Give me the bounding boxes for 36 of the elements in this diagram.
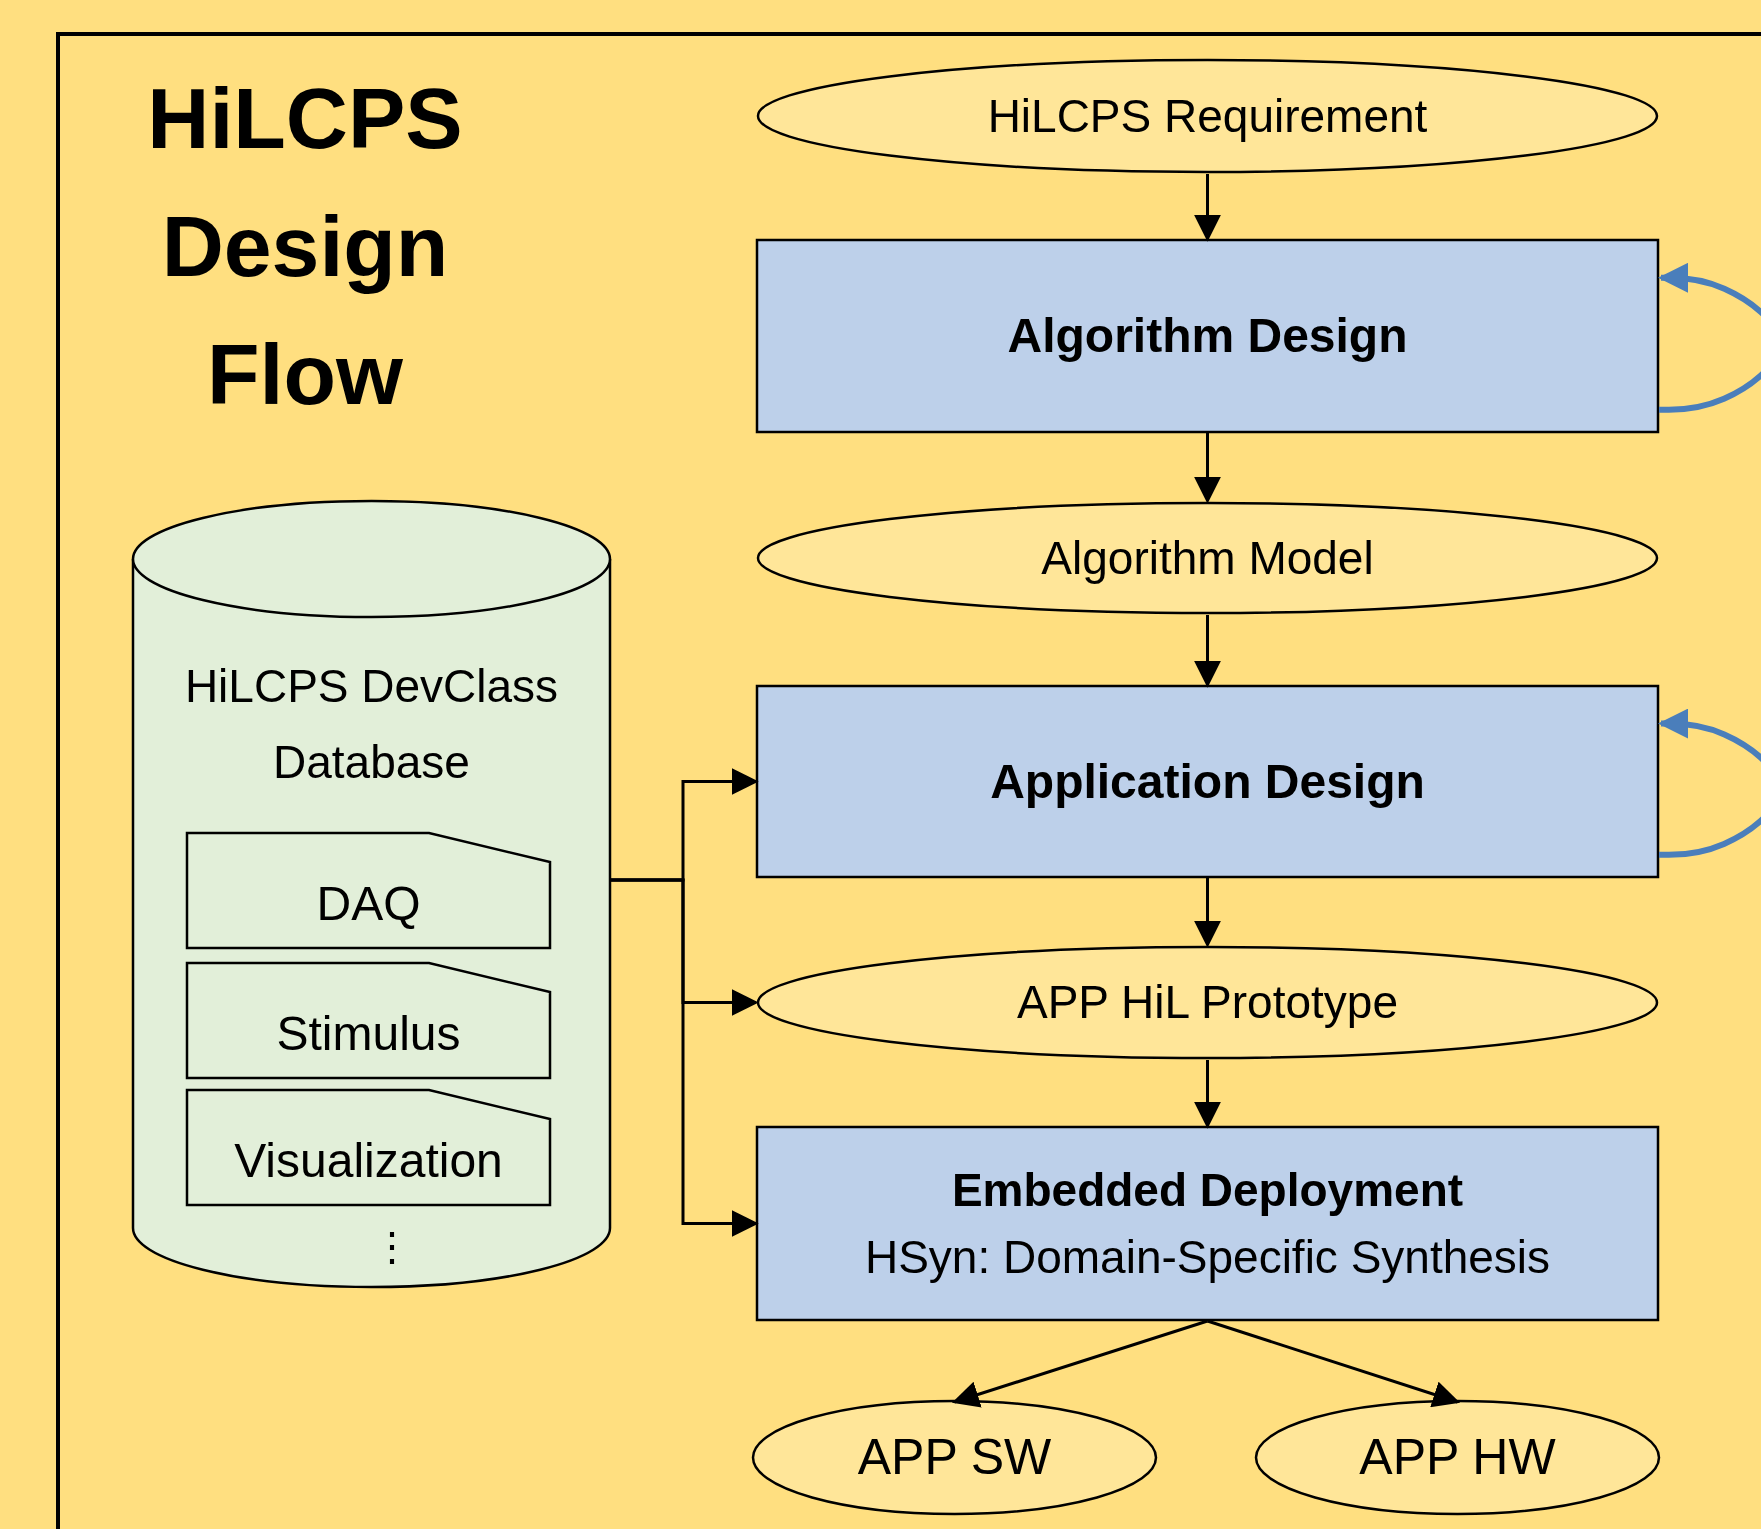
- node-label: APP SW: [857, 1428, 1052, 1488]
- ellipse-node: [1254, 1399, 1661, 1516]
- node-label: Visualization: [234, 1132, 503, 1189]
- arrow: [1207, 1319, 1461, 1408]
- ellipse-node: [756, 58, 1659, 174]
- document-shape: [186, 832, 551, 949]
- node-label: Algorithm Model: [1041, 530, 1374, 586]
- arrow: [1194, 433, 1221, 504]
- node-label: APP HiL Prototype: [1017, 975, 1398, 1031]
- diagram-title: HiLCPS Design Flow: [146, 69, 464, 424]
- ellipsis-mark: ⋮: [372, 1223, 408, 1270]
- process-box: [756, 1126, 1659, 1321]
- box-heading: Embedded Deployment: [951, 1162, 1464, 1218]
- arrow: [1194, 174, 1221, 242]
- node-label: Stimulus: [276, 1005, 461, 1062]
- node-label: DAQ: [316, 875, 421, 932]
- arrow: [1194, 878, 1221, 948]
- process-box: [756, 685, 1659, 878]
- loop-arrow: [1658, 708, 1761, 858]
- arrow: [1194, 615, 1221, 688]
- document-shape: [186, 962, 551, 1079]
- node-label: HiLCPS DevClass Database: [183, 659, 560, 790]
- node-label: HiLCPS Requirement: [987, 88, 1428, 144]
- box-heading: Algorithm Design: [1007, 308, 1408, 365]
- loop-arrow: [1658, 262, 1761, 413]
- arrow: [1194, 1060, 1221, 1129]
- arrow: [611, 878, 759, 1237]
- arrow: [951, 1319, 1208, 1408]
- ellipse-node: [751, 1399, 1158, 1516]
- process-box: [756, 239, 1659, 433]
- node-label: HSyn: Domain-Specific Synthesis: [864, 1229, 1551, 1285]
- ellipse-node: [756, 501, 1659, 615]
- document-shape: [186, 1089, 551, 1206]
- box-heading: Application Design: [990, 753, 1425, 810]
- node-label: APP HW: [1359, 1428, 1556, 1488]
- ellipse-node: [756, 945, 1659, 1060]
